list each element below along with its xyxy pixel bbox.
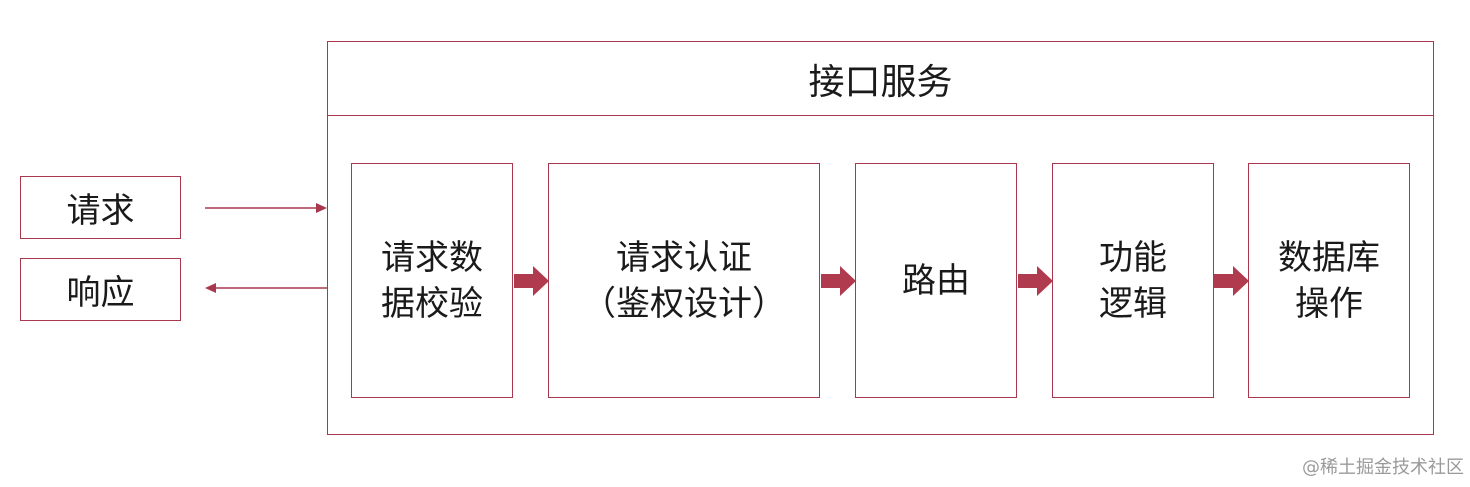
step-database-ops: 数据库 操作 (1248, 163, 1410, 398)
step-label-line2: 逻辑 (1099, 283, 1167, 324)
step-business-logic: 功能 逻辑 (1052, 163, 1214, 398)
step-routing: 路由 (855, 163, 1017, 398)
response-arrow (205, 283, 327, 293)
step-label-line1: 请求认证 (616, 237, 752, 278)
response-box: 响应 (20, 258, 181, 321)
step-label-line2: 据校验 (381, 283, 483, 324)
step-label-line1: 功能 (1099, 237, 1167, 278)
step-label-line1: 数据库 (1278, 237, 1380, 278)
step-label-line1: 路由 (902, 260, 970, 301)
request-label: 请求 (66, 191, 135, 231)
step-request-validation: 请求数 据校验 (351, 163, 513, 398)
watermark: @稀土掘金技术社区 (1302, 457, 1464, 478)
step-label-line1: 请求数 (381, 237, 483, 278)
step-request-auth: 请求认证 （鉴权设计） (548, 163, 820, 398)
response-label: 响应 (66, 273, 135, 313)
request-arrow (205, 203, 327, 213)
service-title: 接口服务 (808, 61, 953, 103)
request-box: 请求 (20, 176, 181, 239)
step-label-line2: （鉴权设计） (582, 283, 786, 324)
service-header: 接口服务 (328, 42, 1433, 116)
step-label-line2: 操作 (1295, 283, 1363, 324)
